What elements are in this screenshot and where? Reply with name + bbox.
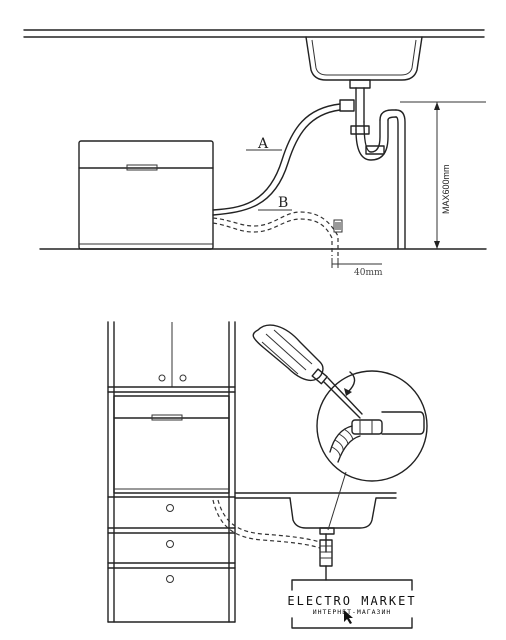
countertop xyxy=(23,29,485,38)
offset-dimension-label: 40mm xyxy=(354,268,383,278)
electro-market-logo: ELECTRO MARKET ИНТЕРНЕТ-МАГАЗИН xyxy=(287,579,416,629)
sink-bowl xyxy=(305,36,423,89)
cabinet-installation-figure: ELECTRO MARKET ИНТЕРНЕТ-МАГАЗИН xyxy=(107,321,428,629)
label-a: A xyxy=(257,136,269,152)
drain-hose-a xyxy=(212,103,341,216)
corrugated-hose xyxy=(329,425,361,463)
offset-dimension: 40mm xyxy=(331,258,383,278)
dishwasher-in-cabinet xyxy=(113,395,230,494)
cursor-icon xyxy=(344,610,353,624)
counter-sink xyxy=(234,492,397,553)
drain-installation-figure: A B MAX600mm 40mm xyxy=(23,29,487,278)
dishwasher-unit xyxy=(78,140,214,250)
label-b: B xyxy=(278,195,288,211)
drain-hose-b xyxy=(212,211,343,256)
hose-to-sink xyxy=(212,499,333,581)
sink-drain-trap xyxy=(339,87,406,249)
height-limit-label: MAX600mm xyxy=(441,164,451,214)
screwdriver-icon xyxy=(252,324,363,419)
logo-brand-text: ELECTRO MARKET xyxy=(287,594,416,608)
logo-tagline-text: ИНТЕРНЕТ-МАГАЗИН xyxy=(313,608,392,616)
height-dimension: MAX600mm xyxy=(400,101,486,249)
kitchen-cabinet xyxy=(107,321,236,623)
detail-zoom-circle xyxy=(316,370,428,482)
